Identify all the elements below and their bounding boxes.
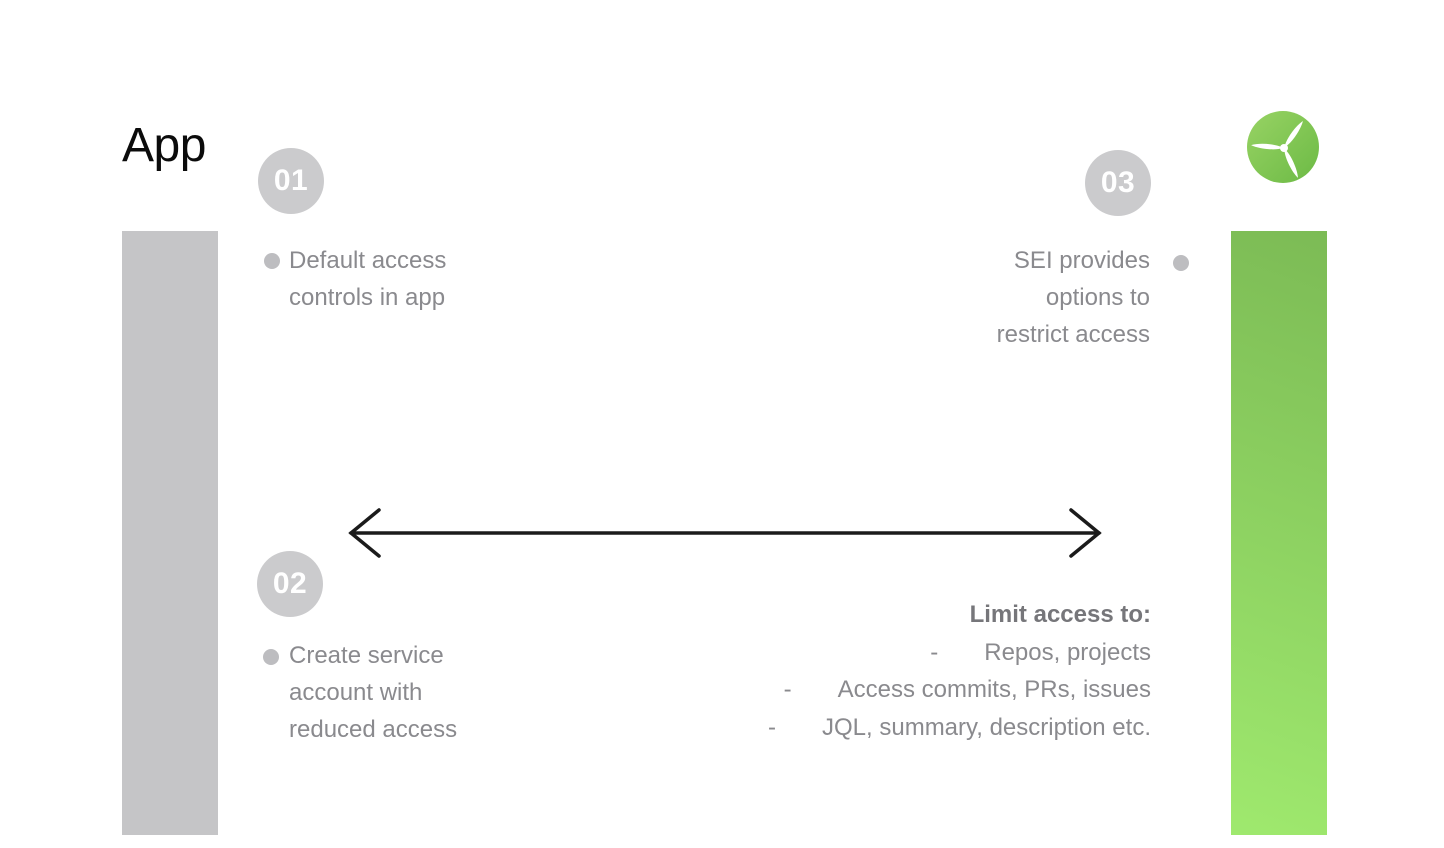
propeller-logo-icon	[1247, 111, 1319, 183]
dot-icon	[263, 649, 279, 665]
sei-column-bar	[1231, 231, 1327, 835]
text-line: options to	[1045, 284, 1150, 311]
text-line: reduced access	[289, 716, 458, 743]
text-line: Default access	[289, 247, 447, 274]
list-item-text: Repos, projects	[984, 638, 1151, 666]
dot-icon	[264, 253, 280, 269]
list-item: - JQL, summary, description etc.	[768, 709, 1151, 747]
list-item: - Repos, projects	[768, 634, 1151, 672]
step-number: 01	[273, 164, 309, 197]
dash-bullet: -	[783, 676, 792, 703]
page-title: App	[122, 119, 206, 172]
dash-bullet: -	[768, 713, 776, 741]
step-1-description: Default access controls in app	[289, 242, 446, 316]
step-number: 02	[272, 567, 308, 600]
step-badge-3: 03	[1085, 150, 1151, 216]
app-column-bar	[122, 231, 218, 835]
text-line: account with	[289, 679, 423, 706]
step-badge-1: 01	[258, 148, 324, 214]
list-item: - Access commits, PRs, issues	[768, 671, 1151, 709]
step-number: 03	[1100, 166, 1136, 199]
list-item-text: Access commits, PRs, issues	[837, 676, 1151, 703]
text-line: Create service	[289, 642, 444, 669]
limit-access-list: Limit access to: - Repos, projects - Acc…	[768, 596, 1151, 746]
step-3-description: SEI provides options to restrict access	[997, 242, 1150, 353]
dot-icon	[1173, 255, 1189, 271]
text-line: SEI provides	[1013, 247, 1150, 274]
dash-bullet: -	[930, 638, 939, 666]
limit-access-title: Limit access to:	[969, 601, 1151, 628]
text-line: controls in app	[289, 284, 446, 311]
step-badge-2: 02	[257, 551, 323, 617]
list-item-text: JQL, summary, description etc.	[822, 713, 1151, 741]
text-line: restrict access	[996, 321, 1150, 348]
step-2-description: Create service account with reduced acce…	[289, 637, 457, 748]
double-headed-arrow-icon	[340, 498, 1110, 568]
